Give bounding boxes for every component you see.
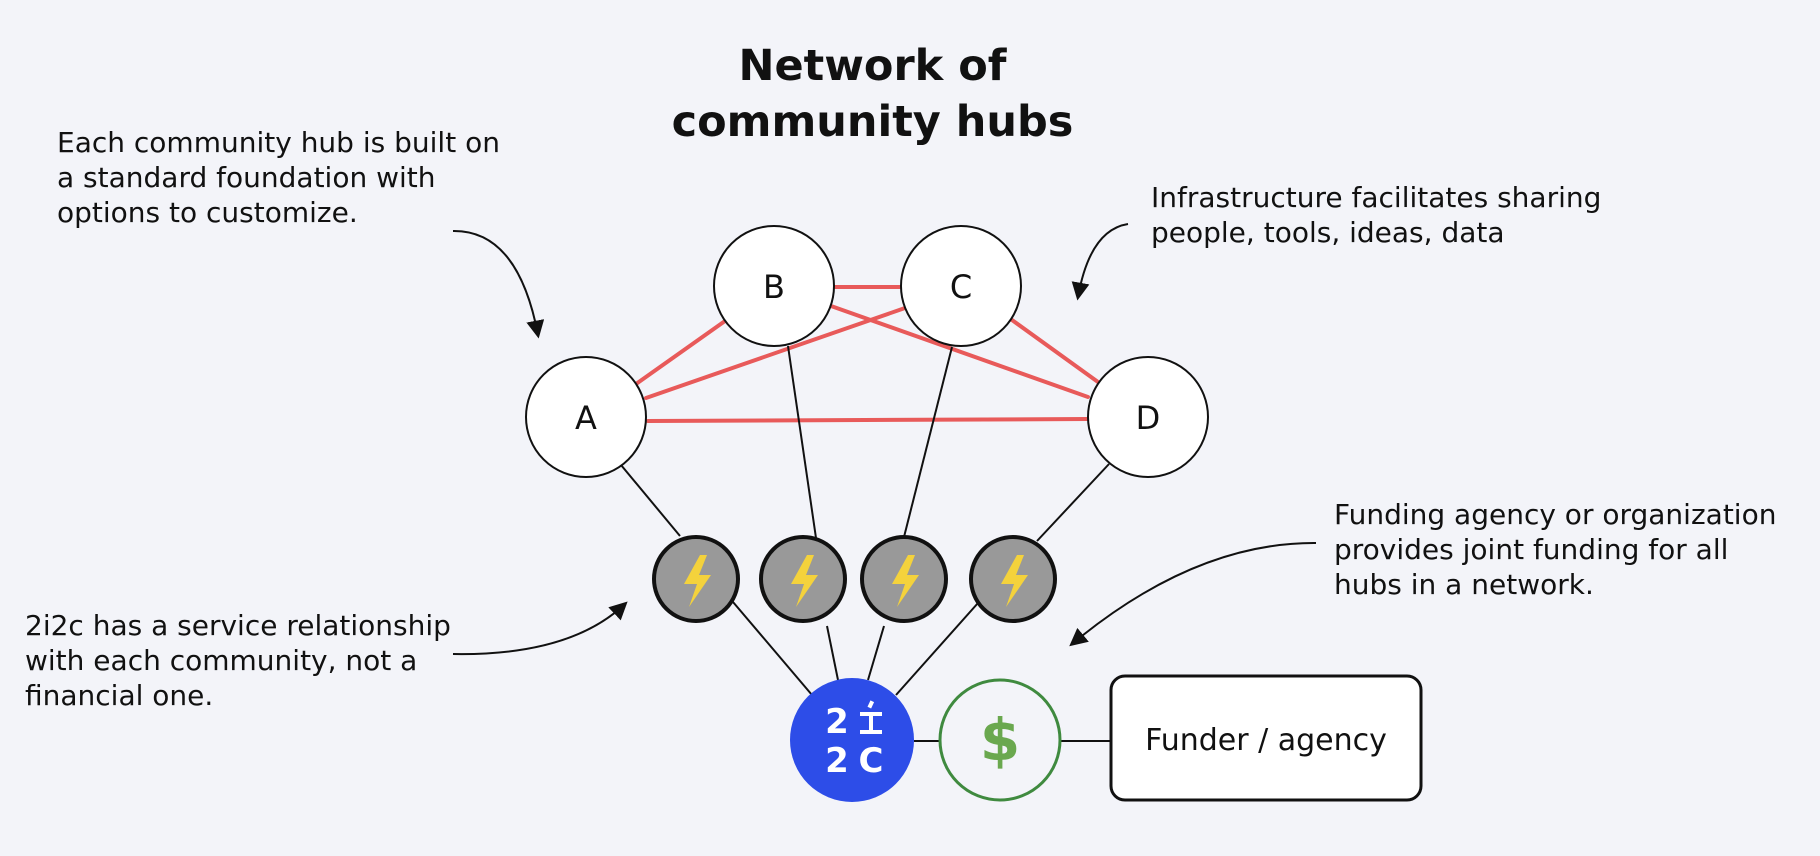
link-service-4-provider (895, 602, 979, 696)
link-hub-b-service (787, 345, 817, 539)
service-node-4 (969, 535, 1057, 623)
svg-text:2: 2 (825, 741, 849, 781)
svg-text:2: 2 (825, 702, 849, 742)
dollar-icon: $ (980, 706, 1020, 774)
2i2c-logo-icon: 2 2 C (825, 700, 883, 781)
link-b-d (829, 304, 1090, 399)
annotation-line: options to customize. (57, 196, 358, 229)
funder-label: Funder / agency (1145, 723, 1387, 758)
service-node-3 (860, 535, 948, 623)
lightning-bolt-icon (892, 555, 919, 607)
annotation-line: people, tools, ideas, data (1151, 216, 1505, 249)
annotation-infrastructure: Infrastructure facilitates sharing peopl… (1151, 180, 1601, 250)
hub-b: B (713, 225, 835, 347)
lightning-bolt-icon (791, 555, 818, 607)
annotation-hub-foundation: Each community hub is built on a standar… (57, 125, 500, 230)
annotation-line: provides joint funding for all (1334, 533, 1729, 566)
link-service-3-provider (867, 625, 885, 681)
hub-d: D (1087, 356, 1209, 478)
annotation-line: with each community, not a (25, 644, 418, 677)
service-node-1 (652, 535, 740, 623)
provider-2i2c-node: 2 2 C (790, 678, 914, 802)
link-hub-a-service (620, 464, 681, 537)
diagram-title: Network of community hubs (0, 38, 1745, 150)
link-a-b (634, 319, 727, 386)
annotation-line: Infrastructure facilitates sharing (1151, 181, 1602, 214)
link-c-d (1010, 318, 1100, 384)
annotation-service-relationship: 2i2c has a service relationship with eac… (25, 608, 451, 713)
service-links (620, 345, 1111, 742)
link-service-1-provider (732, 601, 813, 696)
hub-a: A (525, 356, 647, 478)
service-node-2 (759, 535, 847, 623)
lightning-bolt-icon (1001, 555, 1028, 607)
hub-b-label: B (763, 268, 785, 306)
arrow-to-network (1071, 223, 1129, 301)
arrow-to-funding (1069, 541, 1317, 647)
hub-a-label: A (575, 399, 597, 437)
link-a-d (646, 417, 1090, 423)
arrow-to-hub-a (452, 229, 545, 339)
annotation-line: Each community hub is built on (57, 126, 500, 159)
hub-c: C (900, 225, 1022, 347)
link-a-c (644, 306, 907, 400)
annotation-line: hubs in a network. (1334, 568, 1594, 601)
svg-text:C: C (859, 741, 884, 781)
arrow-to-services (452, 601, 628, 656)
annotation-line: 2i2c has a service relationship (25, 609, 451, 642)
funding-node: $ (938, 678, 1062, 802)
hub-d-label: D (1136, 399, 1161, 437)
title-line-2: community hubs (671, 97, 1074, 147)
funder-box: Funder / agency (1109, 674, 1423, 802)
lightning-bolt-icon (684, 555, 711, 607)
link-hub-c-service (903, 346, 953, 538)
link-service-2-provider (826, 625, 839, 681)
hub-c-label: C (950, 268, 972, 306)
network-links (634, 285, 1100, 423)
annotation-funding: Funding agency or organization provides … (1334, 497, 1776, 602)
link-hub-d-service (1036, 463, 1110, 542)
title-line-1: Network of (738, 41, 1007, 91)
annotation-line: a standard foundation with (57, 161, 436, 194)
annotation-line: financial one. (25, 679, 214, 712)
annotation-line: Funding agency or organization (1334, 498, 1777, 531)
